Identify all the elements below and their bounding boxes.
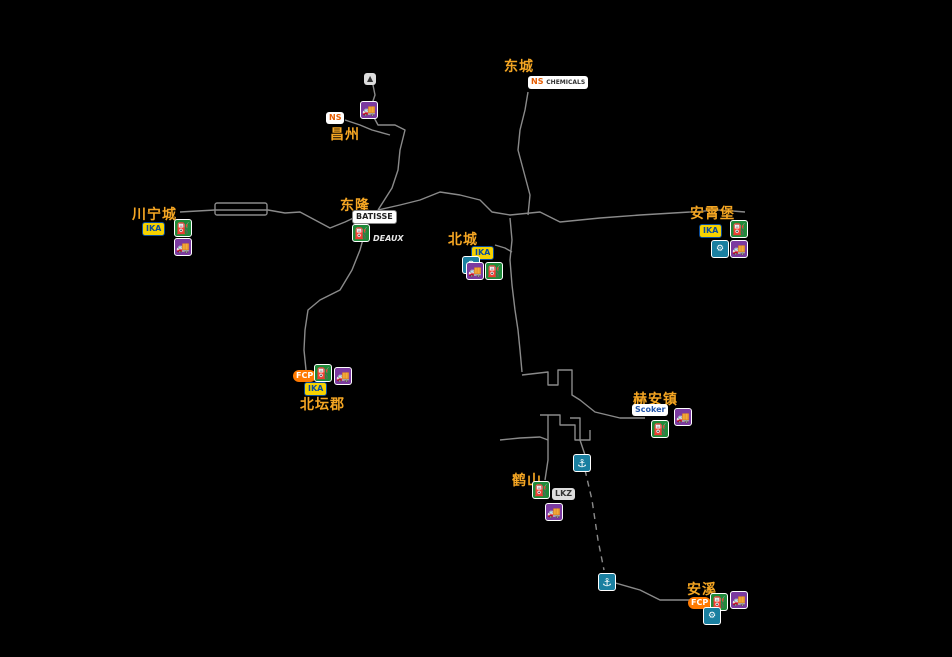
city-label-dongcheng[interactable]: 东城 xyxy=(504,59,534,75)
company-logo-ika[interactable]: IKA xyxy=(699,224,723,238)
garage-icon[interactable]: 🚚 xyxy=(334,367,352,385)
city-label-beitanjun[interactable]: 北坛郡 xyxy=(300,397,345,413)
fuel-station-icon[interactable]: ⛽ xyxy=(651,420,669,438)
road-segment xyxy=(499,436,549,441)
garage-icon[interactable]: 🚚 xyxy=(730,240,748,258)
company-logo-ika[interactable]: IKA xyxy=(142,222,166,236)
road-segment xyxy=(544,415,549,481)
fuel-station-icon[interactable]: ⛽ xyxy=(485,262,503,280)
fuel-station-icon[interactable]: ⛽ xyxy=(730,220,748,238)
road-segment xyxy=(214,202,268,216)
fuel-station-icon[interactable]: ⛽ xyxy=(532,481,550,499)
company-logo-sawmill[interactable]: ▲ xyxy=(364,73,377,85)
company-logo-scoker[interactable]: Scoker xyxy=(632,404,669,416)
company-logo-fcp[interactable]: FCP xyxy=(688,597,712,609)
company-logo-lkz[interactable]: LKZ xyxy=(552,488,576,500)
city-label-beicheng[interactable]: 北城 xyxy=(448,232,478,248)
port-anchor-icon[interactable]: ⚓ xyxy=(598,573,616,591)
company-logo-ns[interactable]: NS xyxy=(326,112,345,124)
ferry-route xyxy=(584,469,605,571)
garage-icon[interactable]: 🚚 xyxy=(466,262,484,280)
garage-icon[interactable]: 🚚 xyxy=(360,101,378,119)
road-segment xyxy=(179,209,361,229)
road-segment xyxy=(517,91,531,216)
company-logo-ns-text: NS xyxy=(531,77,544,86)
company-logo-ns-chemicals[interactable]: NS CHEMICALS xyxy=(528,76,589,89)
garage-icon[interactable]: 🚚 xyxy=(174,238,192,256)
road-segment xyxy=(344,119,391,136)
city-label-changzhou[interactable]: 昌州 xyxy=(330,127,360,143)
road-segment xyxy=(369,79,406,211)
port-anchor-icon[interactable]: ⚓ xyxy=(573,454,591,472)
garage-icon[interactable]: 🚚 xyxy=(545,503,563,521)
company-logo-chemicals-text: CHEMICALS xyxy=(546,79,586,86)
service-icon[interactable]: ⚙ xyxy=(711,240,729,258)
road-segment xyxy=(303,231,366,371)
fuel-station-icon[interactable]: ⛽ xyxy=(352,224,370,242)
city-label-anxiabao[interactable]: 安霄堡 xyxy=(690,206,735,222)
road-segment xyxy=(521,369,645,419)
road-segment xyxy=(611,581,700,601)
road-segment xyxy=(377,191,691,223)
service-icon[interactable]: ⚙ xyxy=(703,607,721,625)
company-logo-fcp[interactable]: FCP xyxy=(293,370,317,382)
road-segment xyxy=(494,244,513,253)
fuel-station-icon[interactable]: ⛽ xyxy=(314,364,332,382)
garage-icon[interactable]: 🚚 xyxy=(674,408,692,426)
fuel-station-icon[interactable]: ⛽ xyxy=(174,219,192,237)
city-label-chuanning[interactable]: 川宁城 xyxy=(132,207,177,223)
road-segment xyxy=(570,417,586,456)
road-segment xyxy=(509,217,523,373)
city-label-anxi[interactable]: 安溪 xyxy=(687,582,717,598)
company-logo-deaux[interactable]: DEAUX xyxy=(373,234,404,243)
company-logo-batisse[interactable]: BATISSE xyxy=(352,210,397,224)
company-logo-ika[interactable]: IKA xyxy=(304,382,328,396)
road-segment xyxy=(689,209,746,213)
garage-icon[interactable]: 🚚 xyxy=(730,591,748,609)
road-segment xyxy=(540,414,591,441)
